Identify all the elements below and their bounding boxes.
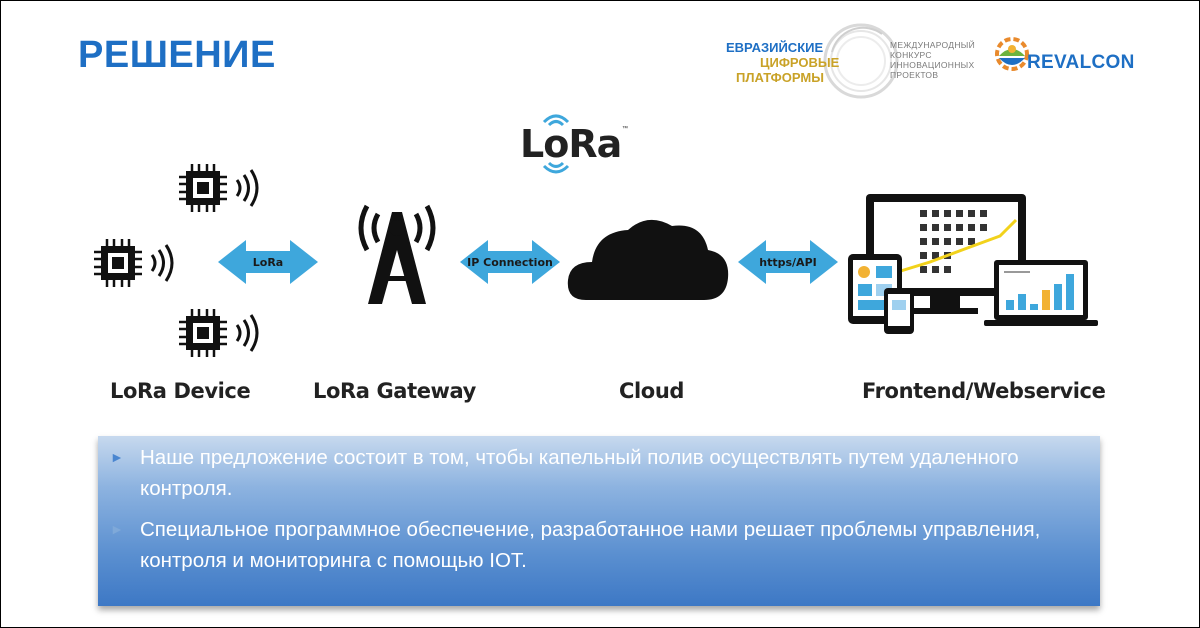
arrow-label-https-api: https/API [759, 256, 817, 269]
revalcon-logo: REVALCON [995, 36, 1155, 80]
lora-wordmark: LoRa [520, 122, 622, 166]
node-label-frontend-webservice: Frontend/Webservice [862, 379, 1106, 403]
lora-signal-arcs-icon [542, 114, 570, 174]
node-label-lora-device: LoRa Device [110, 379, 251, 403]
revalcon-wordmark: REVALCON [1027, 52, 1135, 73]
bullet-text: Наше предложение состоит в том, чтобы ка… [140, 446, 1019, 500]
slide-title: РЕШЕНИЕ [78, 34, 276, 76]
node-label-lora-gateway: LoRa Gateway [313, 379, 476, 403]
lora-trademark: ™ [622, 126, 628, 132]
arrow-label-lora: LoRa [252, 256, 284, 269]
tablet-icon [848, 254, 902, 324]
smartphone-icon [884, 288, 914, 334]
eurasian-logo-line1: ЕВРАЗИЙСКИЕ [726, 40, 824, 55]
arrow-label-ip-connection: IP Connection [467, 256, 553, 269]
bullet-text: Специальное программное обеспечение, раз… [140, 518, 1041, 572]
bullet-arrow-icon: ► [110, 521, 124, 537]
eurasian-logo-line2: ЦИФРОВЫЕ [760, 55, 840, 70]
solution-text-panel: ► Наше предложение состоит в том, чтобы … [98, 436, 1100, 606]
monitor-dashboard-icon [866, 194, 1026, 314]
bullet-item: ► Специальное программное обеспечение, р… [110, 514, 1082, 576]
gateway-tower-icon [358, 204, 436, 304]
bullet-item: ► Наше предложение состоит в том, чтобы … [110, 442, 1082, 504]
chip-icon-middle [92, 237, 174, 289]
chip-icon-bottom [177, 307, 259, 359]
eurasian-logo-subtitle: МЕЖДУНАРОДНЫЙ КОНКУРС ИННОВАЦИОННЫХ ПРОЕ… [890, 40, 975, 80]
node-label-cloud: Cloud [619, 379, 685, 403]
eurasian-logo-line3: ПЛАТФОРМЫ [736, 70, 824, 85]
lora-logo: LoRa ™ [518, 108, 638, 180]
chip-icon-top [177, 162, 259, 214]
eurasian-platforms-logo: ЕВРАЗИЙСКИЕ ЦИФРОВЫЕ ПЛАТФОРМЫ МЕЖДУНАРО… [722, 22, 982, 100]
bullet-arrow-icon: ► [110, 449, 124, 465]
laptop-icon [984, 260, 1098, 326]
swirl-ring-icon [823, 23, 899, 99]
cloud-icon [567, 219, 729, 300]
gear-leaf-icon [995, 37, 1029, 71]
